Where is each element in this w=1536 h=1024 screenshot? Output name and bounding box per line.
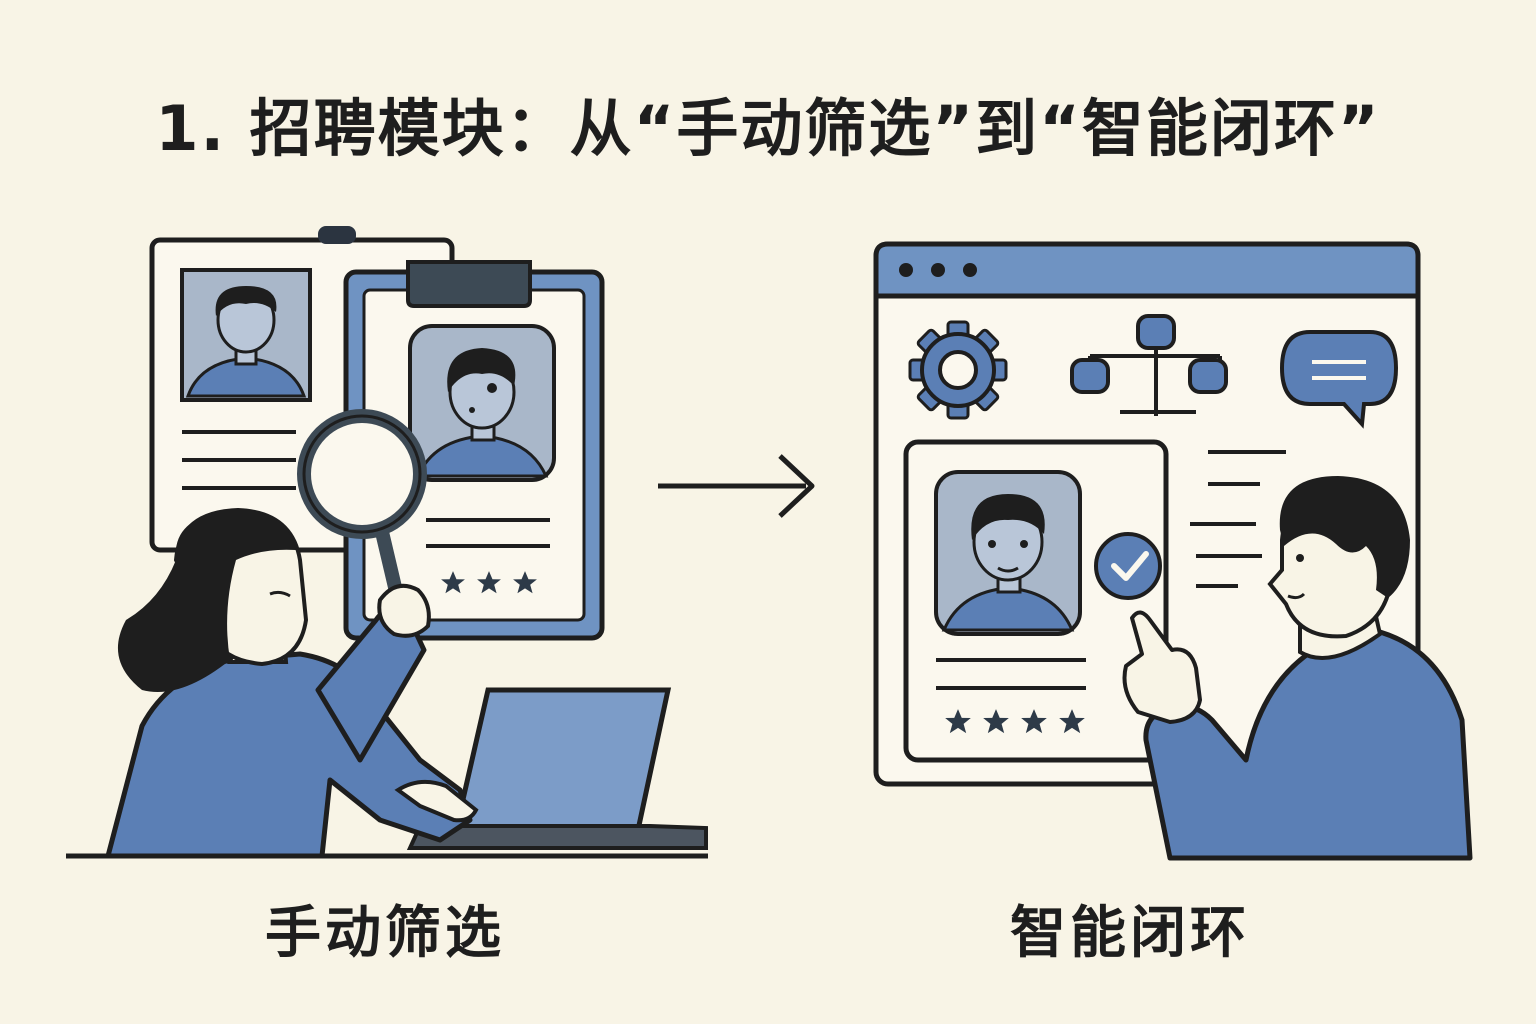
clipboard-icon <box>343 260 605 641</box>
candidate-card <box>903 439 1169 763</box>
check-badge-icon <box>1094 532 1162 600</box>
person-icon <box>1122 476 1473 861</box>
right-caption: 智能闭环 <box>1010 901 1250 966</box>
gear-icon <box>908 320 1008 420</box>
page-title: 1. 招聘模块：从“手动筛选”到“智能闭环” <box>155 92 1381 165</box>
right-scene <box>873 241 1473 861</box>
left-caption: 手动筛选 <box>265 901 505 966</box>
info-lines <box>1190 450 1286 588</box>
chat-bubble-icon <box>1279 330 1399 429</box>
magnifier-icon <box>297 409 431 638</box>
left-scene <box>66 226 708 859</box>
right-arrow-icon <box>658 454 815 518</box>
laptop-icon <box>406 687 708 850</box>
flowchart-icon <box>1070 314 1228 416</box>
person-icon <box>105 507 479 859</box>
